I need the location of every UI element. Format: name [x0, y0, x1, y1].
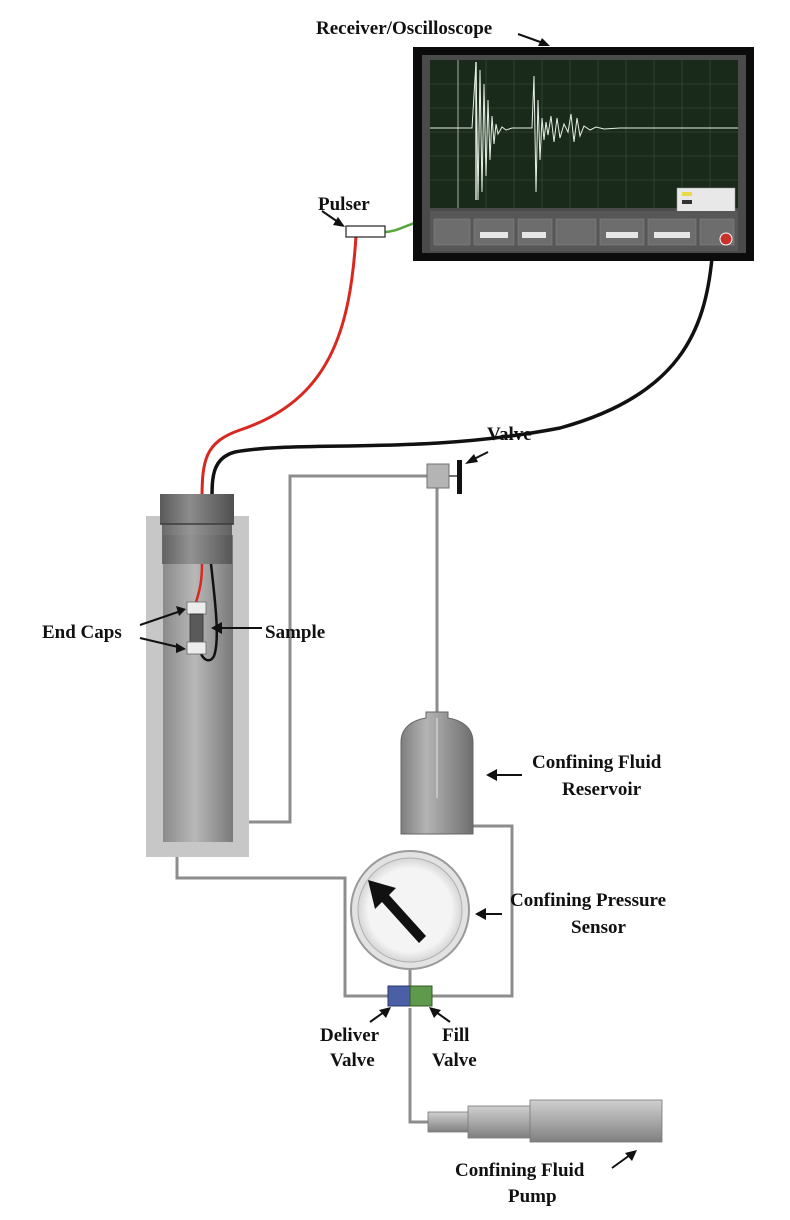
valve-handle [457, 460, 462, 494]
label-sample: Sample [265, 622, 325, 643]
arrow-end-cap-top-icon [139, 606, 186, 626]
label-receiver-oscilloscope: Receiver/Oscilloscope [316, 18, 492, 39]
label-end-caps: End Caps [42, 622, 122, 643]
label-fill-valve-line1: Fill [442, 1025, 469, 1046]
gauge-face [357, 857, 463, 963]
cell-black-lead [198, 563, 219, 662]
deliver-valve [387, 985, 411, 1007]
pulser-box [345, 225, 386, 238]
label-pulser: Pulser [318, 194, 370, 215]
tube-cell-to-valve [222, 474, 428, 824]
pulser-to-cell-cable [200, 235, 358, 501]
confining-fluid-pump [427, 1099, 663, 1143]
arrow-end-cap-bottom-icon [139, 637, 186, 653]
arrow-sample-icon [211, 622, 262, 634]
labels: Receiver/Oscilloscope Pulser Valve End C… [42, 18, 666, 1207]
arrow-reservoir-icon [486, 769, 522, 781]
valve [426, 460, 462, 494]
arrow-valve-icon [465, 451, 489, 464]
waveform-trace [430, 61, 738, 201]
label-valve: Valve [487, 424, 532, 445]
label-pump-line2: Pump [508, 1186, 557, 1207]
arrow-fill-valve-icon [429, 1007, 451, 1023]
label-reservoir-line1: Confining Fluid [532, 752, 662, 773]
arrow-sensor-icon [475, 908, 502, 920]
label-pump-line1: Confining Fluid [455, 1160, 585, 1181]
oscilloscope-to-cell-cable [210, 257, 714, 501]
label-fill-valve-line2: Valve [432, 1050, 477, 1071]
control-panel-fields [480, 232, 690, 238]
valve-body [426, 463, 450, 489]
arrow-pulser-icon [321, 210, 345, 227]
receiver-oscilloscope [413, 47, 754, 261]
arrow-pump-icon [611, 1150, 637, 1169]
tube-reservoir-to-fill-loop [428, 824, 514, 998]
tubing [175, 474, 514, 1124]
label-deliver-valve-line2: Valve [330, 1050, 375, 1071]
label-sensor-line2: Sensor [571, 917, 626, 938]
tube-valves-to-pump [408, 1008, 430, 1124]
vessel-cap-top [160, 494, 234, 524]
end-cap-top [186, 601, 207, 615]
label-sensor-line1: Confining Pressure [510, 890, 666, 911]
cell-red-lead [194, 563, 204, 603]
vessel-inner-cylinder [163, 535, 233, 842]
stop-button-icon [719, 232, 733, 246]
pump-piston [427, 1111, 471, 1133]
tube-cell-to-gauge-loop [175, 838, 392, 998]
sample-core [189, 613, 204, 643]
pressure-vessel [146, 494, 249, 857]
pressure-sensor-gauge [350, 850, 470, 970]
label-reservoir-line2: Reservoir [562, 779, 642, 800]
confining-fluid-reservoir [400, 711, 474, 835]
arrow-receiver-icon [517, 33, 550, 46]
arrow-deliver-valve-icon [369, 1007, 391, 1023]
pump-sleeve [467, 1105, 533, 1139]
end-cap-bottom [186, 641, 207, 655]
gauge-needle-icon [368, 880, 426, 943]
pointer-arrows [139, 33, 637, 1169]
label-deliver-valve-line1: Deliver [320, 1025, 380, 1046]
pulser-trigger-cable [383, 220, 419, 234]
vessel-cap-bottom [162, 524, 232, 564]
fill-valve [409, 985, 433, 1007]
pump-barrel [529, 1099, 663, 1143]
